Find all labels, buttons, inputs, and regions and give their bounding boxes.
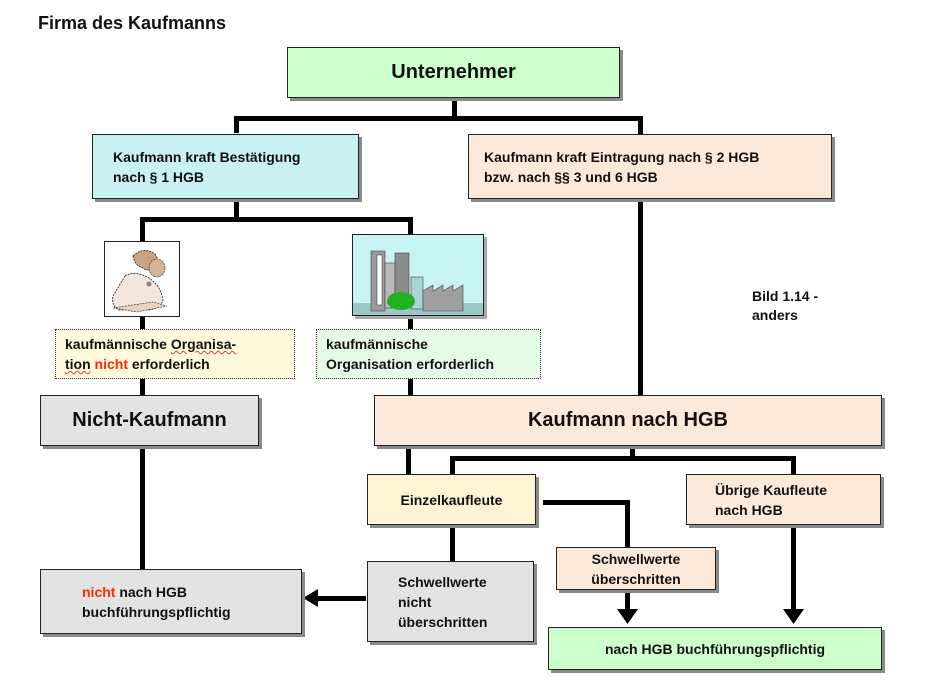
connector	[450, 456, 455, 476]
node-label: Unternehmer	[391, 61, 516, 83]
connector	[406, 444, 411, 475]
connector	[791, 525, 796, 610]
person-writing-icon	[112, 250, 168, 313]
connector	[543, 500, 629, 505]
node-label: Nicht-Kaufmann	[72, 409, 227, 431]
node-label: Kaufmann kraft Bestätigung	[113, 148, 301, 165]
connector	[452, 97, 457, 118]
node-label: bzw. nach §§ 3 und 6 HGB	[484, 168, 658, 185]
node-nicht-buchfuehrungspflichtig: nicht nach HGB buchführungspflichtig	[40, 569, 302, 634]
figure-note-line: Bild 1.14 -	[752, 288, 819, 304]
page-title: Firma des Kaufmanns	[38, 13, 227, 33]
connector	[791, 456, 796, 476]
node-nicht-kaufmann: Nicht-Kaufmann	[40, 395, 259, 446]
node-label: Kaufmann kraft Eintragung nach § 2 HGB	[484, 148, 760, 165]
node-schwellwerte-nicht-ueberschritten: Schwellwerte nicht überschritten	[367, 561, 534, 642]
node-kaufmann-bestaetigung: Kaufmann kraft Bestätigung nach § 1 HGB	[92, 134, 359, 199]
city-buildings-icon	[353, 250, 483, 315]
person-writing-image	[104, 241, 180, 317]
city-buildings-image	[352, 234, 484, 316]
node-label: Kaufmann nach HGB	[527, 409, 729, 431]
node-einzelkaufleute: Einzelkaufleute	[367, 474, 536, 525]
arrowhead-left	[303, 589, 318, 607]
emphasis-nicht: nicht	[82, 583, 116, 600]
node-kaufmann-eintragung: Kaufmann kraft Eintragung nach § 2 HGB b…	[468, 134, 832, 199]
note-line: kaufmännische	[326, 336, 428, 352]
node-label: Übrige Kaufleute	[715, 481, 828, 498]
node-label: buchführungspflichtig	[82, 603, 231, 620]
arrowhead-down	[783, 609, 804, 624]
note-line: tion nicht erforderlich	[65, 356, 210, 372]
connector	[450, 456, 796, 461]
connector	[234, 199, 239, 221]
node-label: überschritten	[591, 570, 681, 587]
connector	[140, 217, 412, 222]
connector	[630, 444, 635, 459]
node-label: nicht	[398, 593, 432, 610]
note-line: kaufmännische Organisa-	[65, 336, 237, 352]
node-schwellwerte-ueberschritten: Schwellwerte überschritten	[556, 547, 716, 590]
connector	[318, 596, 366, 601]
arrowhead-down	[617, 609, 638, 624]
node-buchfuehrungspflichtig: nach HGB buchführungspflichtig	[548, 627, 882, 670]
node-label: Einzelkaufleute	[400, 491, 503, 508]
connector	[638, 198, 643, 396]
note-organisation-erforderlich: kaufmännische Organisation erforderlich	[316, 329, 541, 379]
note-organisation-nicht-erforderlich: kaufmännische Organisa- tion nicht erfor…	[55, 329, 295, 379]
connector	[140, 444, 145, 571]
connector	[234, 116, 643, 121]
node-label: Schwellwerte	[398, 573, 487, 590]
node-label: überschritten	[398, 613, 488, 630]
note-line: Organisation erforderlich	[326, 356, 495, 372]
node-label: nach § 1 HGB	[113, 168, 205, 185]
connector	[450, 525, 455, 562]
connector	[638, 116, 643, 134]
connector	[234, 116, 239, 133]
node-kaufmann-nach-hgb: Kaufmann nach HGB	[374, 395, 882, 446]
figure-note: Bild 1.14 - anders	[752, 287, 818, 325]
figure-note-line: anders	[752, 307, 798, 323]
node-label: Schwellwerte	[591, 550, 681, 567]
node-label: nicht nach HGB	[82, 583, 188, 600]
node-unternehmer: Unternehmer	[287, 47, 620, 98]
node-uebrige-kaufleute: Übrige Kaufleute nach HGB	[686, 474, 881, 525]
emphasis-nicht: nicht	[94, 356, 128, 372]
node-label: nach HGB	[715, 501, 783, 518]
connector	[625, 588, 630, 610]
connector	[625, 500, 630, 548]
node-label: nach HGB buchführungspflichtig	[604, 640, 826, 657]
